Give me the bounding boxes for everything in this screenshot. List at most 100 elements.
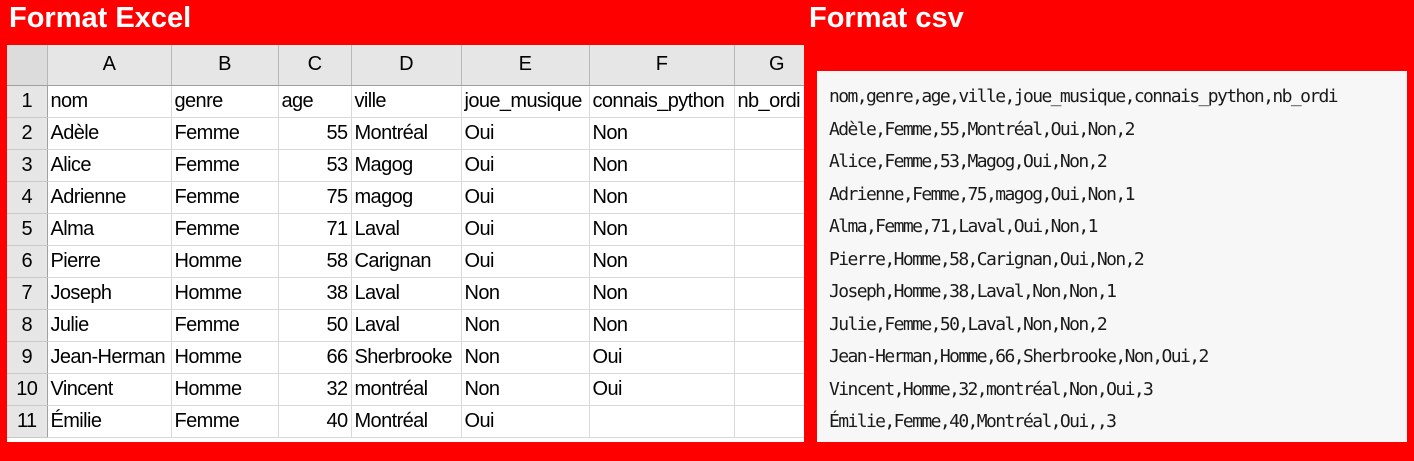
cell[interactable]: Émilie bbox=[47, 405, 172, 438]
cell[interactable]: Adrienne bbox=[47, 181, 172, 214]
cell[interactable]: Non bbox=[589, 117, 735, 150]
cell[interactable]: Homme bbox=[171, 245, 279, 278]
cell[interactable]: genre bbox=[171, 85, 279, 118]
row-header[interactable]: 3 bbox=[7, 149, 48, 182]
cell[interactable]: Femme bbox=[171, 405, 279, 438]
cell[interactable]: Laval bbox=[351, 309, 462, 342]
cell[interactable]: 2 bbox=[734, 245, 804, 278]
column-header[interactable]: G bbox=[734, 45, 804, 86]
cell[interactable]: age bbox=[278, 85, 352, 118]
column-header[interactable]: E bbox=[461, 45, 590, 86]
cell[interactable]: Non bbox=[589, 277, 735, 310]
csv-line: Jean-Herman,Homme,66,Sherbrooke,Non,Oui,… bbox=[829, 346, 1209, 367]
row-header[interactable]: 9 bbox=[7, 341, 48, 374]
cell[interactable]: 53 bbox=[278, 149, 352, 182]
cell[interactable]: magog bbox=[351, 181, 462, 214]
cell[interactable]: Non bbox=[589, 213, 735, 246]
cell[interactable]: Homme bbox=[171, 373, 279, 406]
cell[interactable]: Oui bbox=[461, 405, 590, 438]
cell[interactable]: Non bbox=[461, 341, 590, 374]
cell[interactable]: Oui bbox=[461, 149, 590, 182]
cell[interactable]: Laval bbox=[351, 213, 462, 246]
cell[interactable]: 32 bbox=[278, 373, 352, 406]
table-row: 3AliceFemme53MagogOuiNon2 bbox=[7, 149, 804, 182]
row-header[interactable]: 1 bbox=[7, 85, 48, 118]
cell[interactable]: nb_ordi bbox=[734, 85, 804, 118]
row-header[interactable]: 7 bbox=[7, 277, 48, 310]
cell[interactable]: 3 bbox=[734, 405, 804, 438]
cell[interactable]: 58 bbox=[278, 245, 352, 278]
cell[interactable]: Oui bbox=[461, 245, 590, 278]
cell[interactable]: Femme bbox=[171, 117, 279, 150]
cell[interactable]: Non bbox=[589, 181, 735, 214]
cell[interactable]: Magog bbox=[351, 149, 462, 182]
cell[interactable]: 75 bbox=[278, 181, 352, 214]
cell[interactable]: Laval bbox=[351, 277, 462, 310]
row-header[interactable]: 5 bbox=[7, 213, 48, 246]
cell[interactable]: Adèle bbox=[47, 117, 172, 150]
row-header[interactable]: 4 bbox=[7, 181, 48, 214]
cell[interactable]: Femme bbox=[171, 181, 279, 214]
cell[interactable]: montréal bbox=[351, 373, 462, 406]
cell[interactable]: Femme bbox=[171, 213, 279, 246]
cell[interactable]: Oui bbox=[461, 117, 590, 150]
cell[interactable]: ville bbox=[351, 85, 462, 118]
cell[interactable]: 50 bbox=[278, 309, 352, 342]
cell[interactable]: Oui bbox=[589, 373, 735, 406]
column-header[interactable]: C bbox=[278, 45, 352, 86]
cell[interactable]: 66 bbox=[278, 341, 352, 374]
cell[interactable]: Joseph bbox=[47, 277, 172, 310]
cell[interactable]: Homme bbox=[171, 341, 279, 374]
column-header[interactable]: D bbox=[351, 45, 462, 86]
cell[interactable]: connais_python bbox=[589, 85, 735, 118]
csv-line: Vincent,Homme,32,montréal,Non,Oui,3 bbox=[829, 378, 1154, 400]
cell[interactable]: 38 bbox=[278, 277, 352, 310]
cell[interactable]: Julie bbox=[47, 309, 172, 342]
cell[interactable]: Oui bbox=[461, 213, 590, 246]
row-header[interactable]: 2 bbox=[7, 117, 48, 150]
column-header[interactable]: A bbox=[47, 45, 172, 86]
cell[interactable]: 2 bbox=[734, 309, 804, 342]
cell[interactable]: 2 bbox=[734, 341, 804, 374]
cell[interactable]: 3 bbox=[734, 373, 804, 406]
cell[interactable]: Oui bbox=[589, 341, 735, 374]
cell[interactable]: 1 bbox=[734, 277, 804, 310]
column-header[interactable]: F bbox=[589, 45, 735, 86]
cell[interactable]: 2 bbox=[734, 149, 804, 182]
csv-line: nom,genre,age,ville,joue_musique,connais… bbox=[829, 86, 1339, 107]
column-header[interactable]: B bbox=[171, 45, 279, 86]
row-header[interactable]: 11 bbox=[7, 405, 48, 438]
cell[interactable]: Non bbox=[589, 149, 735, 182]
cell[interactable]: Pierre bbox=[47, 245, 172, 278]
cell[interactable]: Vincent bbox=[47, 373, 172, 406]
cell[interactable]: 40 bbox=[278, 405, 352, 438]
select-all-corner[interactable] bbox=[7, 45, 48, 86]
row-header[interactable]: 6 bbox=[7, 245, 48, 278]
cell[interactable]: 1 bbox=[734, 181, 804, 214]
cell[interactable]: Montréal bbox=[351, 117, 462, 150]
cell[interactable]: Jean-Herman bbox=[47, 341, 172, 374]
cell[interactable]: nom bbox=[47, 85, 172, 118]
cell[interactable]: Femme bbox=[171, 149, 279, 182]
cell[interactable]: Carignan bbox=[351, 245, 462, 278]
cell[interactable]: 1 bbox=[734, 213, 804, 246]
cell[interactable]: joue_musique bbox=[461, 85, 590, 118]
cell[interactable]: Homme bbox=[171, 277, 279, 310]
cell[interactable]: Sherbrooke bbox=[351, 341, 462, 374]
cell[interactable]: Non bbox=[461, 277, 590, 310]
cell[interactable]: Non bbox=[461, 373, 590, 406]
row-header[interactable]: 10 bbox=[7, 373, 48, 406]
row-header[interactable]: 8 bbox=[7, 309, 48, 342]
cell[interactable]: 2 bbox=[734, 117, 804, 150]
cell[interactable]: Alma bbox=[47, 213, 172, 246]
cell[interactable]: Non bbox=[589, 245, 735, 278]
cell[interactable]: 71 bbox=[278, 213, 352, 246]
cell[interactable]: Montréal bbox=[351, 405, 462, 438]
cell[interactable] bbox=[589, 405, 735, 438]
cell[interactable]: Non bbox=[461, 309, 590, 342]
cell[interactable]: Non bbox=[589, 309, 735, 342]
cell[interactable]: Oui bbox=[461, 181, 590, 214]
cell[interactable]: Alice bbox=[47, 149, 172, 182]
cell[interactable]: Femme bbox=[171, 309, 279, 342]
cell[interactable]: 55 bbox=[278, 117, 352, 150]
